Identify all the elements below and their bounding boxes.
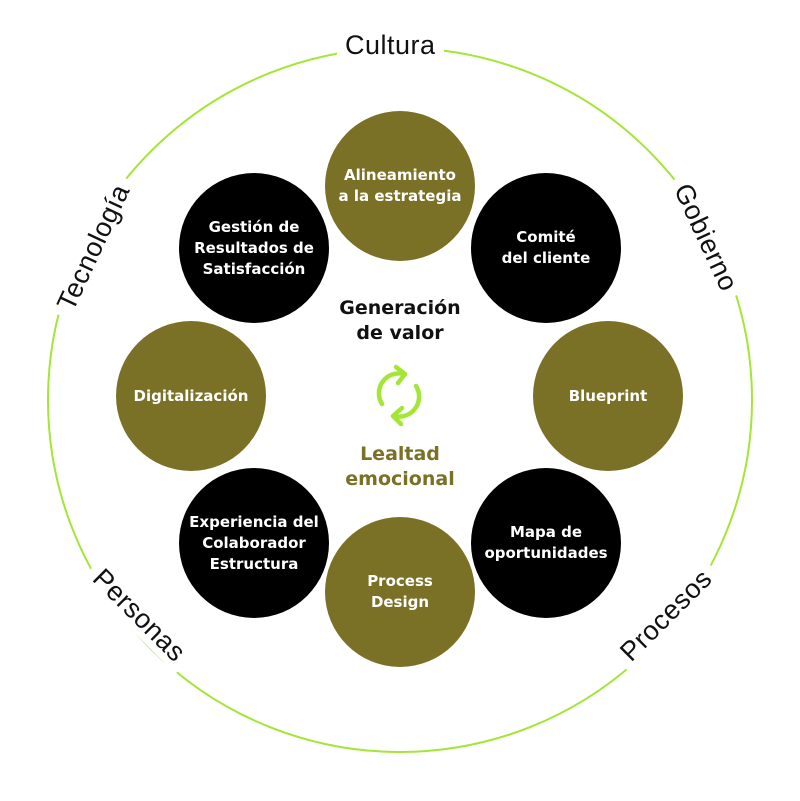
node-alineamiento: Alineamiento a la estrategia	[325, 111, 475, 261]
node-gestion: Gestión de Resultados de Satisfacción	[179, 173, 329, 323]
refresh-cycle-icon	[376, 364, 422, 427]
node-mapa: Mapa de oportunidades	[471, 468, 621, 618]
center-subtitle: Lealtad emocional	[345, 443, 455, 490]
node-comite: Comité del cliente	[471, 173, 621, 323]
node-digitalizacion: Digitalización	[116, 321, 266, 471]
node-blueprint: Blueprint	[533, 321, 683, 471]
node-process-design: Process Design	[325, 517, 475, 667]
center-title: Generación de valor	[339, 297, 461, 344]
node-experiencia: Experiencia del Colaborador Estructura	[179, 468, 329, 618]
outer-label-cultura: Cultura	[337, 30, 444, 61]
